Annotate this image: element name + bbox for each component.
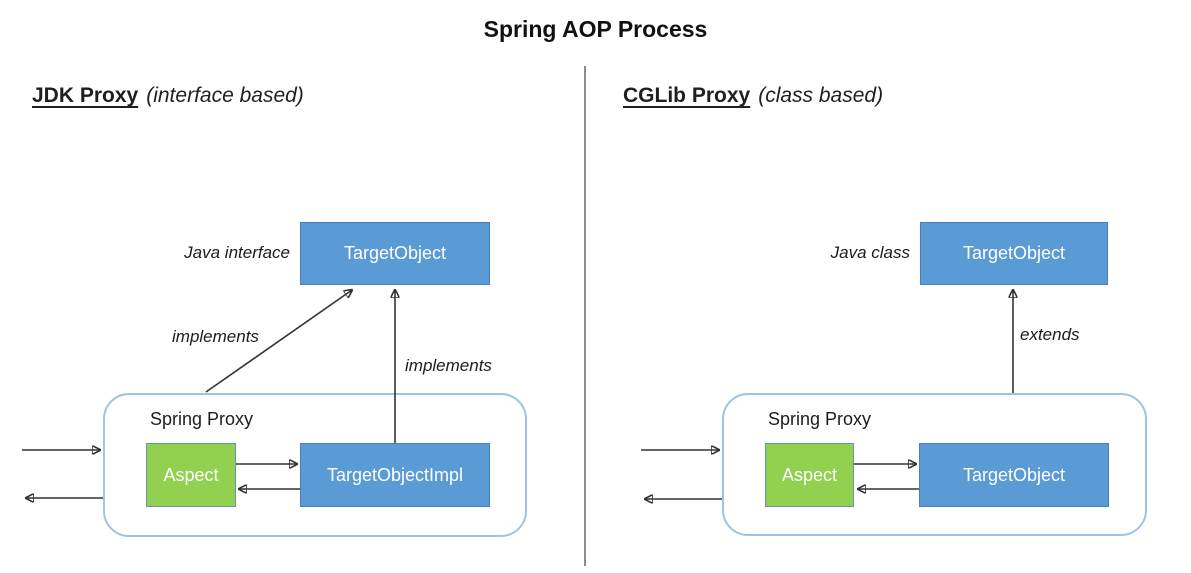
jdk-target-object-label: TargetObject [343,243,447,263]
java-interface-label: Java interface [184,243,290,262]
implements-label-vertical: implements [405,356,492,375]
extends-label: extends [1020,325,1080,344]
cglib-proxy-heading-suffix: (class based) [758,84,884,107]
jdk-target-object-impl-box: TargetObjectImpl [300,443,490,507]
panel-divider-line [584,66,586,566]
jdk-aspect-box: Aspect [146,443,236,507]
cglib-proxy-heading-title: CGLib Proxy [623,84,751,107]
java-class-label: Java class [830,243,910,262]
jdk-proxy-heading: JDK Proxy (interface based) [32,84,304,108]
jdk-proxy-heading-suffix: (interface based) [146,84,304,107]
implements-label-diagonal: implements [172,327,259,346]
jdk-target-object-box: TargetObject [300,222,490,285]
jdk-proxy-heading-title: JDK Proxy [32,84,139,107]
jdk-aspect-label: Aspect [163,464,219,485]
cglib-aspect-label: Aspect [781,464,838,485]
cglib-aspect-box: Aspect [765,443,854,507]
cglib-inner-target-object-label: TargetObject [962,464,1066,485]
cglib-inner-target-object-box: TargetObject [919,443,1109,507]
jdk-spring-proxy-label: Spring Proxy [150,409,254,429]
jdk-target-object-impl-label: TargetObjectImpl [326,464,464,485]
cglib-proxy-heading: CGLib Proxy (class based) [623,84,883,108]
cglib-spring-proxy-label: Spring Proxy [768,409,872,429]
cglib-target-object-label: TargetObject [962,243,1066,263]
diagram-title: Spring AOP Process [483,16,708,42]
cglib-target-object-box: TargetObject [920,222,1108,285]
